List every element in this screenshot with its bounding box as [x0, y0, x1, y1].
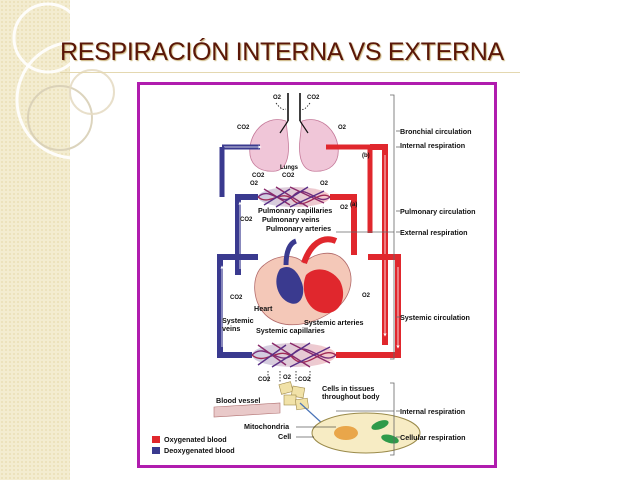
pulmonary-capillaries-mesh [257, 186, 331, 208]
heart-right-chamber [276, 266, 304, 304]
lungs-label: Lungs [280, 165, 299, 171]
right-brackets [336, 94, 400, 456]
marker-a: (a) [350, 202, 357, 208]
systemic-capillaries-label: Systemic capillaries [256, 326, 325, 335]
internal-respiration-top-label: Internal respiration [400, 141, 465, 150]
lungs-left-co2-label: CO2 [252, 173, 265, 179]
aortic-arch [301, 236, 338, 265]
mitochondria-label: Mitochondria [244, 422, 290, 431]
blood-vessel-label: Blood vessel [216, 396, 260, 405]
trachea [287, 93, 301, 121]
zoom-arrow [299, 402, 326, 427]
cell-nucleus [334, 426, 358, 440]
tissue-co2-label: CO2 [258, 377, 271, 383]
systemic-capillary-bed [252, 343, 336, 367]
pulmonary-circulation-label: Pulmonary circulation [400, 207, 476, 216]
lung-o2-label: O2 [338, 125, 347, 131]
trachea-co2-arrow [301, 102, 311, 110]
lungs-co2-label: CO2 [282, 173, 295, 179]
cells-in-tissues-line2: throughout body [322, 392, 379, 401]
systemic-co2-label: CO2 [230, 295, 243, 301]
lungs-left-o2-label: O2 [250, 181, 259, 187]
systemic-capillaries-mesh [251, 342, 337, 368]
pulmonary-capillary-bed [258, 187, 330, 207]
tissue-cells [278, 381, 309, 411]
circulation-diagram: O2 CO2 CO2 O2 Lungs CO2 CO2 O2 O2 (b) [152, 93, 476, 456]
systemic-veins-line1: Systemic [222, 316, 254, 325]
tissue-o2-label: O2 [283, 375, 292, 381]
pulmonary-veins-label: Pulmonary veins [262, 215, 320, 224]
lungs-right-o2-label: O2 [320, 181, 329, 187]
trachea-co2-label: CO2 [307, 95, 320, 101]
cellular-respiration-label: Cellular respiration [400, 433, 466, 442]
pulmonary-artery-left [235, 194, 258, 275]
title-underline [60, 72, 520, 73]
decorative-circles [12, 2, 135, 160]
pulmonary-vein-right [330, 194, 357, 255]
marker-b: (b) [362, 153, 370, 159]
blood-vessel [213, 402, 281, 418]
pulmonary-capillaries-label: Pulmonary capillaries [258, 206, 332, 215]
lung-co2-label: CO2 [237, 125, 250, 131]
bronchial-circulation-label: Bronchial circulation [400, 127, 472, 136]
trachea-o2-label: O2 [273, 95, 282, 101]
right-lung [299, 119, 339, 172]
external-respiration-label: External respiration [400, 228, 468, 237]
systemic-o2-label: O2 [362, 293, 371, 299]
tissue-co2-label-2: CO2 [298, 377, 311, 383]
pulmonary-co2-label: CO2 [240, 217, 253, 223]
vena-cava [283, 238, 298, 266]
cell-label: Cell [278, 432, 291, 441]
systemic-vein-left [217, 254, 258, 358]
legend-swatch-oxygenated [152, 436, 160, 443]
legend-label-oxygenated: Oxygenated blood [164, 435, 227, 444]
tissue-gas-arrows [267, 371, 311, 383]
diagram-frame: O2 CO2 CO2 O2 Lungs CO2 CO2 O2 O2 (b) [137, 82, 497, 468]
heart-label: Heart [254, 304, 273, 313]
left-decor-texture [0, 0, 70, 480]
systemic-circulation-label: Systemic circulation [400, 313, 470, 322]
legend-swatch-deoxygenated [152, 447, 160, 454]
cells-in-tissues-line1: Cells in tissues [322, 384, 374, 393]
systemic-arteries-label: Systemic arteries [304, 318, 364, 327]
left-lung [249, 119, 289, 172]
heart-left-chamber [303, 269, 344, 314]
pulmonary-arteries-label: Pulmonary arteries [266, 224, 331, 233]
trachea-o2-arrow [275, 102, 287, 110]
slide-title: RESPIRACIÓN INTERNA VS EXTERNA [60, 38, 504, 66]
internal-respiration-bottom-label: Internal respiration [400, 407, 465, 416]
mitochondrion-1 [371, 420, 389, 430]
legend-label-deoxygenated: Deoxygenated blood [164, 446, 235, 455]
systemic-veins-line2: veins [222, 324, 240, 333]
pulmonary-o2-label: O2 [340, 205, 349, 211]
bronchi [279, 120, 309, 134]
